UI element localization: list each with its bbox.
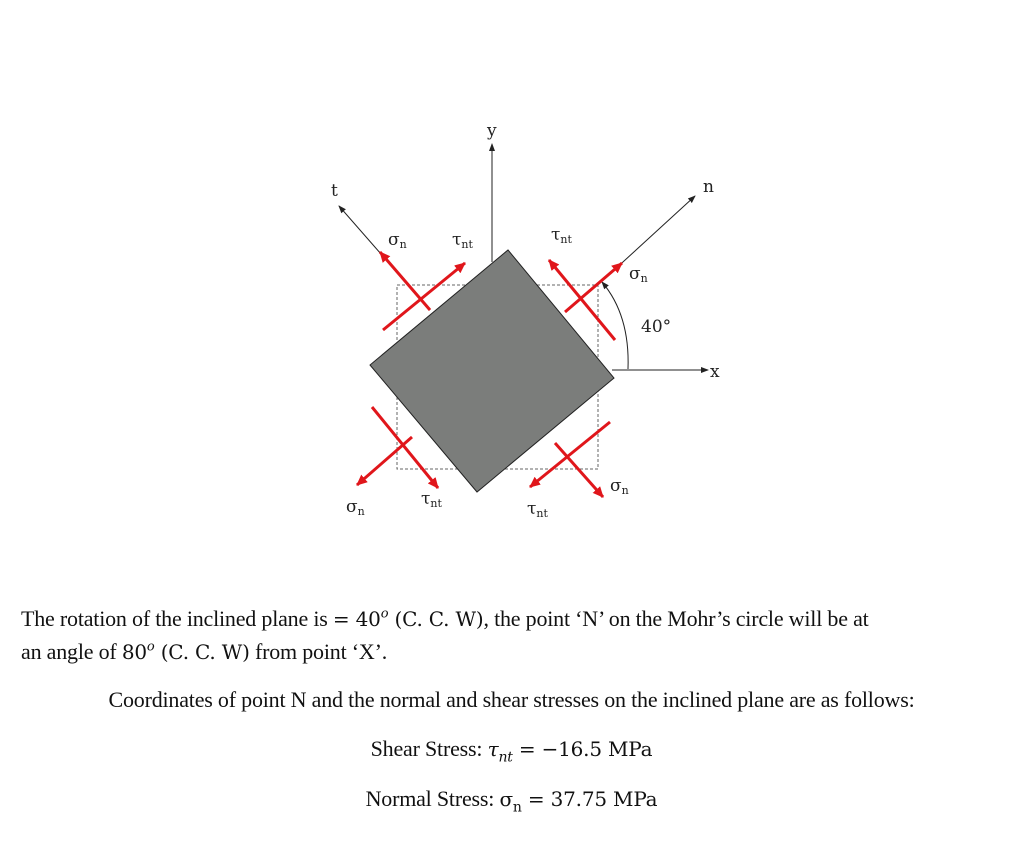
sigma-label-upper-right: σn (629, 264, 648, 285)
angle-label: 40° (641, 317, 671, 337)
sigma-arrow-upper-right (564, 261, 623, 314)
text-segment: an angle of (21, 639, 122, 664)
tau-label-lower-right: τnt (527, 499, 548, 520)
x-axis-label: x (710, 362, 720, 382)
tau-symbol: τ (487, 737, 499, 761)
coordinates-intro: Coordinates of point N and the normal an… (108, 687, 915, 712)
shear-stress-result: Shear Stress: τnt = −16.5 MPa (0, 736, 1023, 765)
shear-label: Shear Stress: (370, 736, 488, 761)
rotated-element (369, 249, 615, 493)
angle-arc (601, 281, 629, 370)
normal-label: Normal Stress: (365, 786, 500, 811)
y-axis-label: y (486, 121, 497, 141)
sigma-label-lower-left: σn (346, 497, 365, 518)
sigma-label-upper-left: σn (388, 230, 407, 251)
text-segment: from point ‘X’. (249, 639, 388, 664)
tau-arrow-upper-left (382, 261, 466, 332)
direction: (C. C. W) (154, 640, 250, 664)
sigma-symbol: σ (499, 787, 513, 811)
tau-subscript: nt (498, 749, 513, 766)
sigma-label-lower-right: σn (610, 476, 629, 497)
n-axis-label: n (703, 177, 714, 197)
shear-value: = −16.5 MPa (512, 737, 653, 761)
stress-arrows (356, 251, 623, 498)
angle-value: = 40 (332, 607, 381, 631)
tau-arrow-upper-right (547, 259, 617, 341)
tau-label-upper-left: τnt (452, 230, 473, 251)
normal-value: = 37.75 MPa (521, 787, 658, 811)
sigma-arrow-upper-left (378, 251, 432, 311)
text-segment: , the point ‘N’ on the Mohr’s circle wil… (483, 606, 869, 631)
normal-stress-result: Normal Stress: σn = 37.75 MPa (0, 786, 1023, 815)
angle-value: 80 (121, 640, 147, 664)
rotation-statement-line2: an angle of 80o (C. C. W) from point ‘X’… (21, 639, 387, 665)
tau-arrow-lower-left (370, 406, 440, 489)
direction: (C. C. W) (388, 607, 484, 631)
tau-arrow-lower-right (529, 420, 611, 489)
tau-label-upper-right: τnt (551, 225, 572, 246)
rotation-statement-line1: The rotation of the inclined plane is = … (21, 606, 869, 632)
text-segment: The rotation of the inclined plane is (21, 606, 333, 631)
sigma-arrow-lower-right (553, 442, 605, 498)
sigma-subscript: n (512, 799, 522, 816)
degree-mark: o (380, 606, 389, 622)
degree-mark: o (146, 639, 155, 655)
t-axis-label: t (331, 181, 338, 201)
tau-label-lower-left: τnt (421, 489, 442, 510)
